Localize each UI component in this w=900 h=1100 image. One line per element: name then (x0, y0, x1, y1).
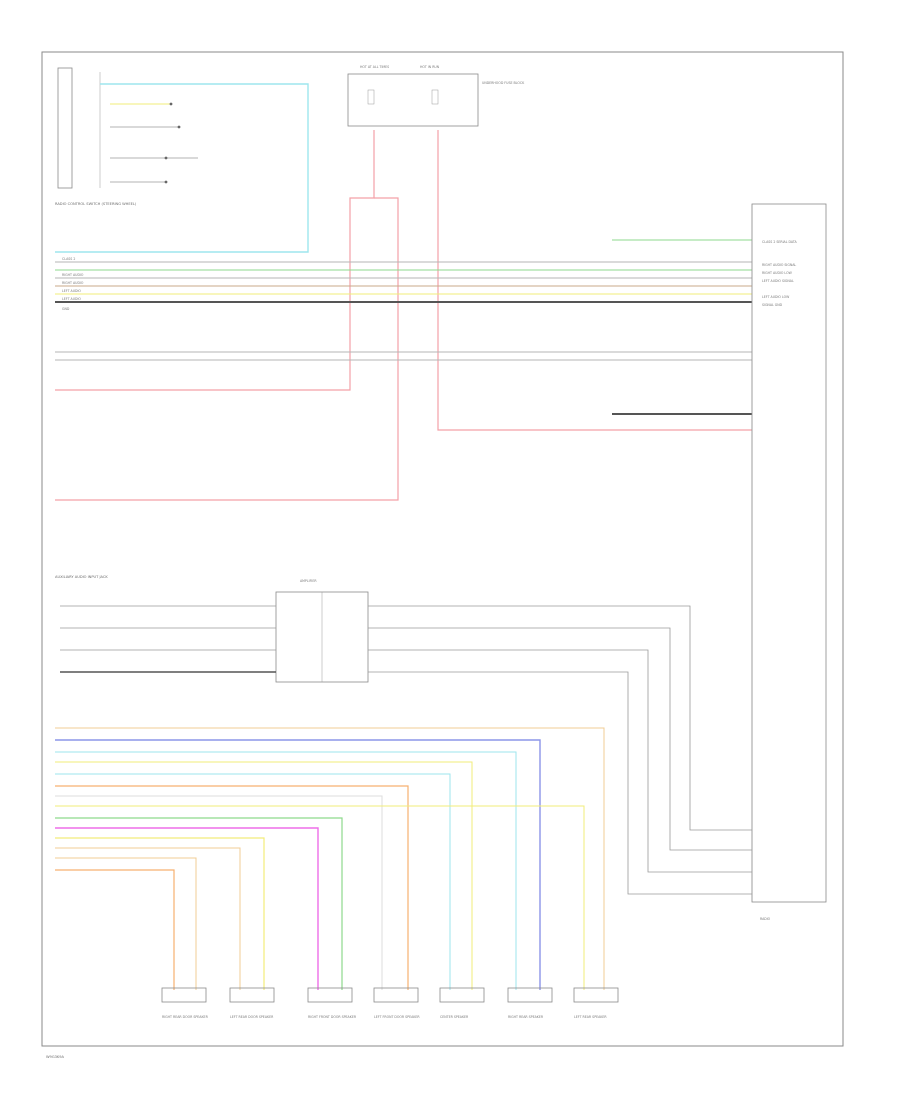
bus-label-2: RIGHT AUDIO (62, 273, 84, 277)
speaker-right-rear-door: RIGHT REAR DOOR SPEAKER (161, 987, 209, 1019)
speaker-harness (55, 727, 605, 990)
speaker-center: CENTER SPEAKER (439, 987, 485, 1019)
audio-bus (55, 239, 752, 415)
controls-label: RADIO CONTROL SWITCH (STEERING WHEEL) (55, 202, 137, 206)
amp-label: AMPLIFIER (300, 579, 317, 583)
speaker-label-1: RIGHT REAR DOOR SPEAKER (162, 1015, 209, 1019)
right-label-4: LEFT AUDIO SIGNAL (762, 279, 794, 283)
fuse-label-2: HOT IN RUN (420, 65, 440, 69)
speaker-left-front-door: LEFT FRONT DOOR SPEAKER (373, 987, 420, 1019)
right-label-2: RIGHT AUDIO SIGNAL (762, 263, 796, 267)
right-label-5: LEFT AUDIO LOW (762, 295, 790, 299)
speaker-label-2: LEFT REAR DOOR SPEAKER (230, 1015, 274, 1019)
bus-label-3: RIGHT AUDIO (62, 281, 84, 285)
wire-red-2 (55, 197, 399, 501)
right-label-3: RIGHT AUDIO LOW (762, 271, 793, 275)
aux-label: AUXILIARY AUDIO INPUT JACK (55, 575, 108, 579)
radio-label: RADIO (760, 917, 771, 921)
bus-label-6: GND (62, 307, 70, 311)
diagram-code: W9G3K9A (46, 1055, 65, 1059)
speaker-right-front-door: RIGHT FRONT DOOR SPEAKER (307, 987, 357, 1019)
steering-wheel-controls: RADIO CONTROL SWITCH (STEERING WHEEL) (55, 67, 309, 253)
right-label-6: SIGNAL GND (762, 303, 783, 307)
speaker-label-7: LEFT REAR SPEAKER (574, 1015, 607, 1019)
radio-connector: CLASS 2 SERIAL DATA RIGHT AUDIO SIGNAL R… (751, 203, 827, 921)
diagram-border (41, 51, 844, 1047)
wire-red-1 (55, 130, 375, 391)
wire-red-3 (437, 130, 752, 431)
amplifier: AMPLIFIER AUXILIARY AUDIO INPUT JACK (55, 575, 752, 895)
fuse-block: HOT AT ALL TIMES HOT IN RUN UNDERHOOD FU… (347, 65, 525, 127)
speaker-label-3: RIGHT FRONT DOOR SPEAKER (308, 1015, 357, 1019)
fuse-label-1: HOT AT ALL TIMES (360, 65, 389, 69)
speaker-right-rear: RIGHT REAR SPEAKER (507, 987, 553, 1019)
fuse-label-3: UNDERHOOD FUSE BLOCK (482, 81, 525, 85)
bus-label-5: LEFT AUDIO (62, 297, 81, 301)
speaker-label-4: LEFT FRONT DOOR SPEAKER (374, 1015, 420, 1019)
speaker-left-rear-door: LEFT REAR DOOR SPEAKER (229, 987, 275, 1019)
bus-label-1: CLASS 2 (62, 257, 75, 261)
speaker-left-rear: LEFT REAR SPEAKER (573, 987, 619, 1019)
bus-label-4: LEFT AUDIO (62, 289, 81, 293)
speaker-label-6: RIGHT REAR SPEAKER (508, 1015, 544, 1019)
right-label-1: CLASS 2 SERIAL DATA (762, 240, 798, 244)
speaker-label-5: CENTER SPEAKER (440, 1015, 469, 1019)
